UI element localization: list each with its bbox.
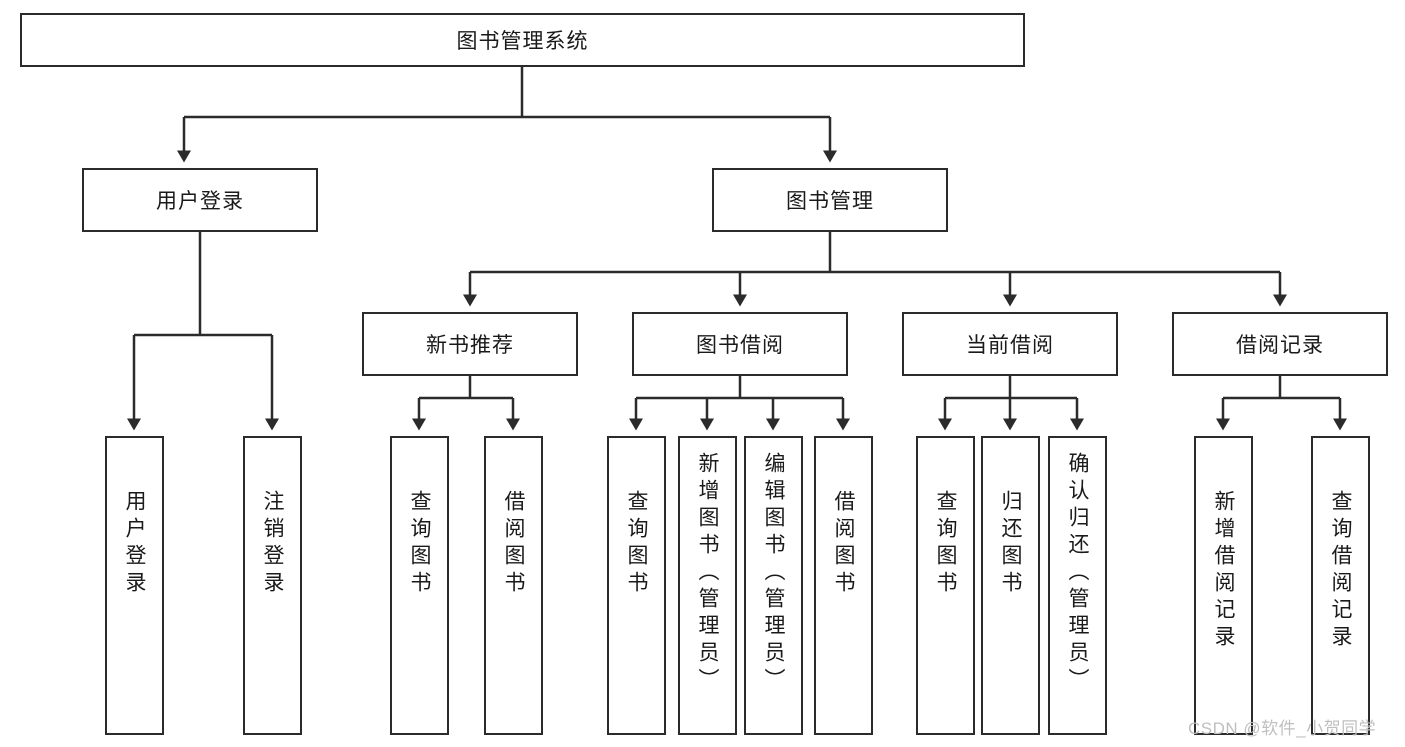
node-root[interactable]: 图书管理系统 (20, 13, 1025, 67)
node-borrow-record[interactable]: 借阅记录 (1172, 312, 1388, 376)
leaf-add-book-admin[interactable]: 新增图书（管理员） (678, 436, 737, 735)
leaf-borrow-book[interactable]: 借阅图书 (814, 436, 873, 735)
node-book-borrow[interactable]: 图书借阅 (632, 312, 848, 376)
leaf-add-borrow-record[interactable]: 新增借阅记录 (1194, 436, 1253, 735)
node-user-login[interactable]: 用户登录 (82, 168, 318, 232)
leaf-borrow-book-new[interactable]: 借阅图书 (484, 436, 543, 735)
node-book-management[interactable]: 图书管理 (712, 168, 948, 232)
leaf-query-borrow-record[interactable]: 查询借阅记录 (1311, 436, 1370, 735)
node-current-borrow[interactable]: 当前借阅 (902, 312, 1118, 376)
leaf-confirm-return-admin[interactable]: 确认归还（管理员） (1048, 436, 1107, 735)
leaf-logout[interactable]: 注销登录 (243, 436, 302, 735)
leaf-return-book[interactable]: 归还图书 (981, 436, 1040, 735)
leaf-query-book-borrow[interactable]: 查询图书 (607, 436, 666, 735)
leaf-user-login[interactable]: 用户登录 (105, 436, 164, 735)
watermark-text: CSDN @软件_小贺同学 (1188, 719, 1377, 738)
leaf-query-book-new[interactable]: 查询图书 (390, 436, 449, 735)
leaf-edit-book-admin[interactable]: 编辑图书（管理员） (744, 436, 803, 735)
leaf-query-book-current[interactable]: 查询图书 (916, 436, 975, 735)
node-new-book-recommend[interactable]: 新书推荐 (362, 312, 578, 376)
